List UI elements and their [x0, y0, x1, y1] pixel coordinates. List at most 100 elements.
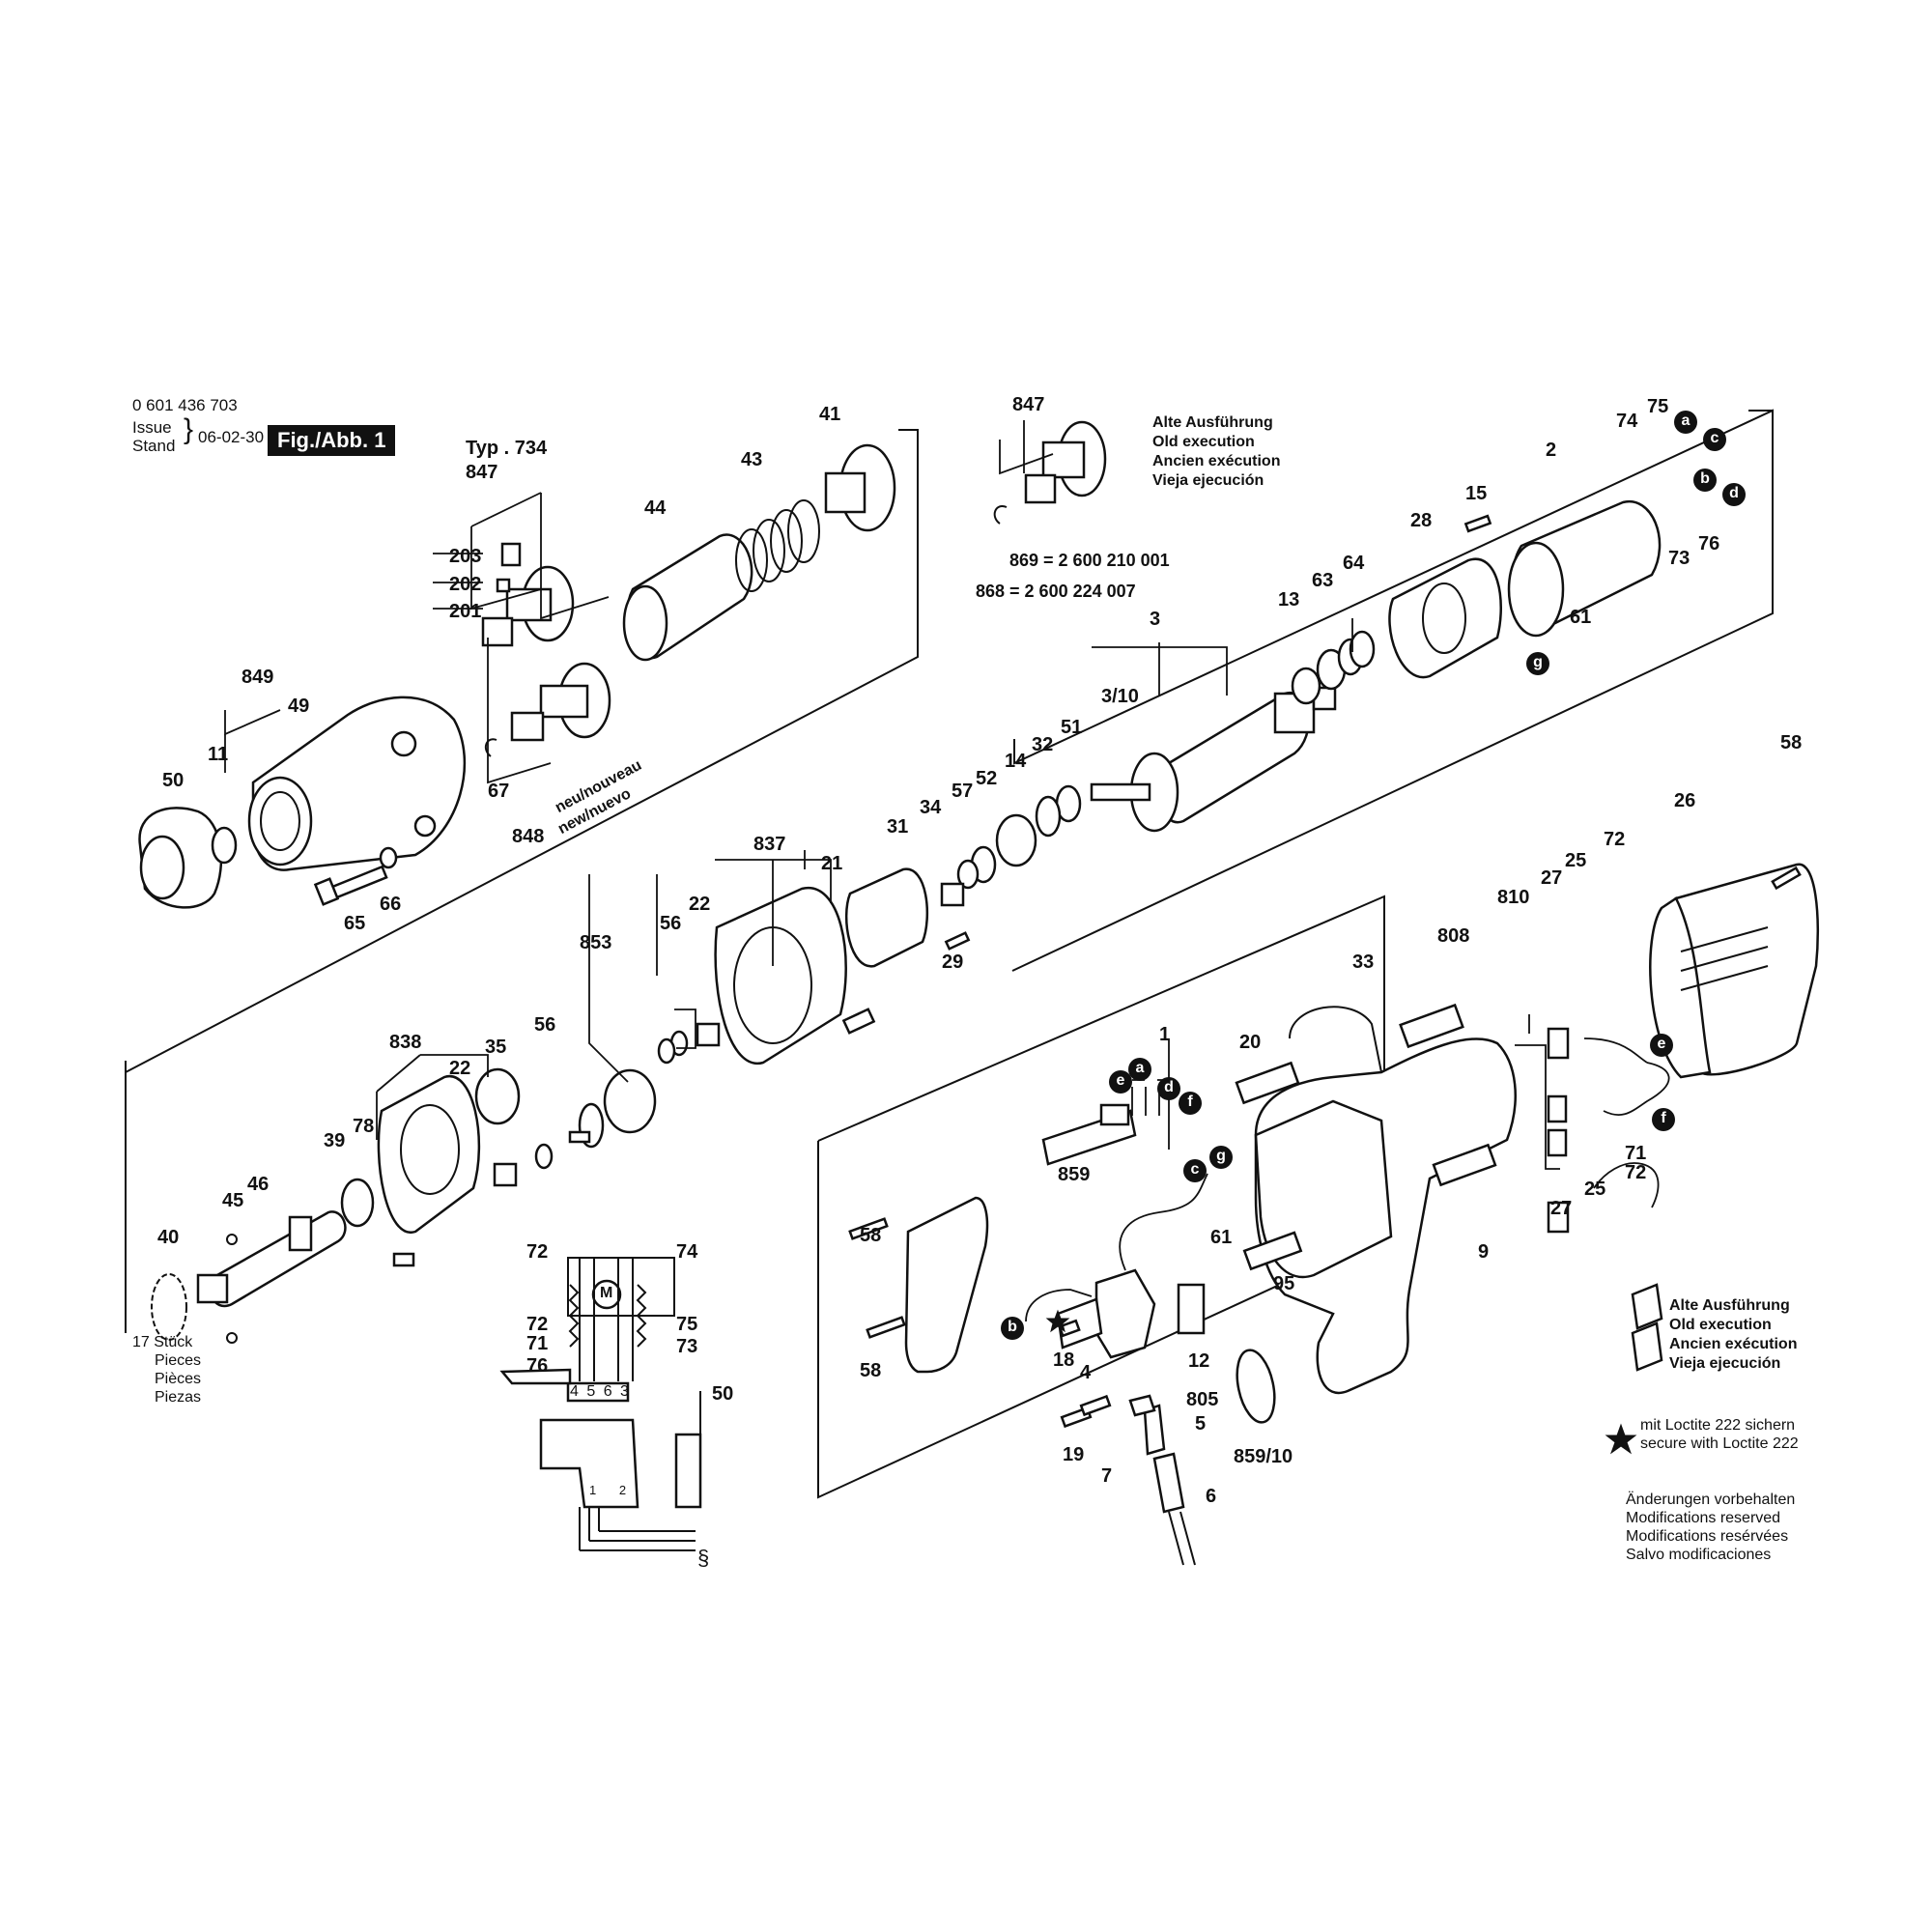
label-25-lower: 25: [1584, 1179, 1606, 1200]
label-7: 7: [1101, 1465, 1113, 1487]
label-11: 11: [208, 744, 229, 765]
label-46: 46: [247, 1174, 270, 1195]
lead-b: [1025, 1289, 1093, 1322]
ground-lead-symbol: §: [697, 1546, 710, 1570]
bearing-part-14: [995, 813, 1037, 867]
pieces-en: Pieces: [155, 1352, 202, 1369]
label-76: 76: [1698, 533, 1720, 554]
switch-terminal-labels: 1 2: [589, 1483, 637, 1497]
label-27-lower: 27: [1550, 1198, 1573, 1219]
label-66: 66: [380, 894, 402, 915]
label-13: 13: [1278, 589, 1300, 611]
label-49: 49: [288, 696, 310, 717]
label-31: 31: [887, 816, 909, 838]
old-exec-top-es: Vieja ejecución: [1152, 472, 1264, 489]
callout-e-right: e: [1650, 1034, 1673, 1057]
bearing-part-39: [340, 1178, 375, 1228]
label-wd-72-lower: 72: [526, 1314, 549, 1335]
issue-date: 06-02-30: [198, 428, 265, 446]
label-40: 40: [157, 1227, 180, 1248]
motor-housing-part-1: [1254, 1006, 1517, 1395]
ball-part-45: [226, 1234, 238, 1245]
old-exec-right-fr: Ancien exécution: [1669, 1336, 1798, 1352]
label-63: 63: [1312, 570, 1334, 591]
wiring-diagram: [499, 1257, 702, 1551]
loctite-star-marker-icon: [1045, 1309, 1070, 1333]
callout-a-switch: a: [1128, 1058, 1151, 1081]
label-838: 838: [389, 1032, 422, 1053]
bushing-part-34: [940, 882, 965, 907]
handle-cover-part-58: [904, 1196, 989, 1374]
pin-part-78: [392, 1252, 415, 1267]
label-39: 39: [324, 1130, 346, 1151]
label-15: 15: [1465, 483, 1488, 504]
pieces-fr: Pièces: [155, 1371, 202, 1387]
gear-housing-part-49: [247, 696, 467, 871]
label-805: 805: [1186, 1389, 1219, 1410]
label-847: 847: [466, 462, 498, 483]
brush-part-upper: [1547, 1094, 1568, 1123]
label-61-switch: 61: [1210, 1227, 1233, 1248]
label-part-9: [1432, 1143, 1497, 1187]
terminal-labels: 4 5 6 3: [570, 1383, 631, 1400]
old-exec-right-en: Old execution: [1669, 1317, 1772, 1333]
label-810: 810: [1497, 887, 1530, 908]
screw-part-18: [1058, 1319, 1081, 1338]
label-1: 1: [1159, 1024, 1171, 1045]
callout-f-switch: f: [1179, 1092, 1202, 1115]
label-837: 837: [753, 834, 786, 855]
screw-part-15: [1463, 514, 1492, 533]
label-wd-72-upper: 72: [526, 1241, 549, 1263]
label-part-95: [1242, 1231, 1303, 1271]
label-20: 20: [1239, 1032, 1262, 1053]
brush-lead-upper: [1583, 1037, 1648, 1064]
gasket-part-859-10: [1236, 1349, 1276, 1424]
armature-part-3: [1090, 686, 1337, 833]
brush-holder-part-27-upper: [1547, 1027, 1570, 1060]
modifications-fr: Modifications resérvées: [1626, 1528, 1789, 1545]
cable-sleeve-part-5: [1152, 1452, 1185, 1514]
washer-part-56-lower: [534, 1143, 554, 1170]
issue-brace: }: [184, 413, 194, 445]
label-part-808: [1399, 1003, 1464, 1049]
label-203: 203: [449, 546, 482, 567]
label-29: 29: [942, 952, 964, 973]
label-5: 5: [1195, 1413, 1207, 1435]
label-part-20: [1235, 1061, 1300, 1105]
label-848: 848: [512, 826, 545, 847]
label-27-upper: 27: [1541, 867, 1563, 889]
label-56-lower: 56: [534, 1014, 556, 1036]
bushing-part-22-lower: [493, 1162, 518, 1187]
label-25-upper: 25: [1565, 850, 1587, 871]
spindle-assembly-part-848: [510, 662, 611, 742]
balls-part-40: [151, 1273, 187, 1341]
baffle-part-28: [1388, 557, 1502, 679]
loctite-star-icon: [1605, 1423, 1637, 1455]
modifications-de: Änderungen vorbehalten: [1626, 1492, 1796, 1508]
stand-label: Stand: [132, 437, 176, 455]
bearing-part-13: [1291, 667, 1321, 705]
label-72-upper: 72: [1604, 829, 1626, 850]
label-58-upper: 58: [860, 1225, 882, 1246]
screw-part-58-upper: [848, 1217, 889, 1240]
circlip-part-67: [484, 738, 497, 757]
modifications-en: Modifications reserved: [1626, 1510, 1781, 1526]
o-ring-part-11: [211, 826, 238, 865]
loctite-note-de: mit Loctite 222 sichern: [1640, 1417, 1796, 1434]
label-74: 74: [1616, 411, 1638, 432]
label-65: 65: [344, 913, 366, 934]
label-95: 95: [1273, 1273, 1295, 1294]
label-57: 57: [952, 781, 974, 802]
callout-g-switch: g: [1209, 1146, 1233, 1169]
callout-c-top: c: [1703, 428, 1726, 451]
label-67: 67: [488, 781, 510, 802]
callout-b-top: b: [1693, 469, 1717, 492]
brush-holder-part-27-lower: [1547, 1201, 1570, 1234]
label-847-old: 847: [1012, 394, 1045, 415]
carrier-part-838: [377, 1074, 481, 1234]
label-78: 78: [353, 1116, 375, 1137]
label-45: 45: [222, 1190, 244, 1211]
label-22: 22: [689, 894, 711, 915]
label-2: 2: [1546, 440, 1557, 461]
old-exec-top-de: Alte Ausführung: [1152, 414, 1273, 431]
